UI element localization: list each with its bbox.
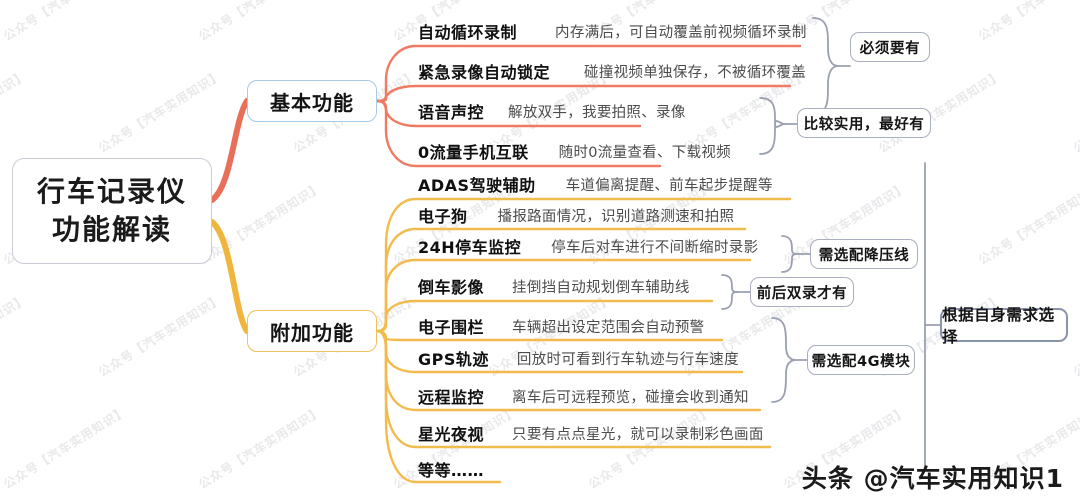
watermark-text: 公众号【汽车实用知识】 bbox=[0, 67, 30, 156]
connector-root-to-basic bbox=[209, 98, 250, 203]
leaf-basic-3[interactable]: 语音声控 解放双手，我要拍照、录像 bbox=[418, 98, 686, 124]
watermark-text: 公众号【汽车实用知识】 bbox=[1071, 291, 1080, 380]
leaf-basic-1[interactable]: 自动循环录制 内存满后，可自动覆盖前视频循环录制 bbox=[418, 18, 807, 44]
brace-dual-rec bbox=[721, 274, 740, 310]
leaf-title: 倒车影像 bbox=[418, 278, 485, 297]
watermark-text: 公众号【汽车实用知识】 bbox=[1071, 67, 1080, 156]
tag-practical[interactable]: 比较实用，最好有 bbox=[797, 108, 931, 138]
watermark-text: 公众号【汽车实用知识】 bbox=[0, 291, 30, 380]
leaf-title: 24H停车监控 bbox=[418, 238, 522, 257]
watermark-text: 公众号【汽车实用知识】 bbox=[975, 0, 1080, 44]
root-title-line-1: 行车记录仪 bbox=[36, 175, 187, 209]
channel-signature: 头条 @汽车实用知识1 bbox=[801, 464, 1064, 493]
root-node[interactable]: 行车记录仪 功能解读 bbox=[12, 158, 212, 264]
watermark-text: 公众号【汽车实用知识】 bbox=[96, 67, 225, 156]
leaf-desc: 挂倒挡自动规划倒车辅助线 bbox=[512, 279, 690, 296]
leaf-extra-1[interactable]: ADAS驾驶辅助 车道偏离提醒、前车起步提醒等 bbox=[418, 171, 773, 197]
leaf-extra-2[interactable]: 电子狗 播报路面情况，识别道路测速和拍照 bbox=[418, 202, 734, 228]
leaf-desc: 解放双手，我要拍照、录像 bbox=[508, 104, 686, 121]
leaf-desc: 随时0流量查看、下载视频 bbox=[558, 144, 731, 161]
leaf-title: GPS轨迹 bbox=[418, 350, 489, 369]
tag-label: 必须要有 bbox=[859, 40, 921, 57]
branch-node-extra[interactable]: 附加功能 bbox=[247, 310, 377, 352]
brace-must-have bbox=[812, 17, 839, 115]
tag-label: 需选配4G模块 bbox=[811, 353, 911, 370]
leaf-desc: 回放时可看到行车轨迹与行车速度 bbox=[516, 351, 739, 368]
root-title-line-2: 功能解读 bbox=[51, 213, 172, 246]
leaf-desc: 车辆超出设定范围会自动预警 bbox=[512, 319, 705, 336]
leaf-title: 电子围栏 bbox=[418, 318, 485, 337]
branch-label-extra: 附加功能 bbox=[270, 320, 354, 345]
tag-dual-rec[interactable]: 前后双录才有 bbox=[750, 277, 854, 307]
leaf-extra-8[interactable]: 星光夜视 只要有点点星光，就可以录制彩色画面 bbox=[418, 420, 764, 446]
watermark-text: 公众号【汽车实用知识】 bbox=[0, 0, 130, 44]
leaf-desc: 车道偏离提醒、前车起步提醒等 bbox=[565, 177, 773, 194]
leaf-extra-5[interactable]: 电子围栏 车辆超出设定范围会自动预警 bbox=[418, 313, 704, 339]
tag-must-have[interactable]: 必须要有 bbox=[850, 32, 930, 62]
watermark-text: 公众号【汽车实用知识】 bbox=[196, 179, 325, 268]
brace-practical bbox=[759, 97, 786, 155]
leaf-title: 远程监控 bbox=[418, 388, 485, 407]
watermark-text: 公众号【汽车实用知识】 bbox=[96, 291, 225, 380]
watermark-text: 公众号【汽车实用知识】 bbox=[196, 403, 325, 492]
leaf-extra-7[interactable]: 远程监控 离车后可远程预览，碰撞会收到通知 bbox=[418, 383, 749, 409]
leaf-title: 等等…… bbox=[418, 461, 485, 480]
leaf-title: 语音声控 bbox=[418, 103, 485, 122]
leaf-desc: 只要有点点星光，就可以录制彩色画面 bbox=[512, 426, 764, 443]
tag-4g-module[interactable]: 需选配4G模块 bbox=[807, 345, 915, 375]
leaf-basic-2[interactable]: 紧急录像自动锁定 碰撞视频单独保存，不被循环覆盖 bbox=[418, 58, 806, 84]
watermark-text: 公众号【汽车实用知识】 bbox=[976, 179, 1080, 268]
branch-node-basic[interactable]: 基本功能 bbox=[247, 80, 377, 122]
brace-buck-line bbox=[781, 235, 800, 273]
watermark-text: 公众号【汽车实用知识】 bbox=[195, 0, 325, 44]
leaf-title: 星光夜视 bbox=[418, 425, 485, 444]
watermark-text: 公众号【汽车实用知识】 bbox=[1, 403, 130, 492]
connector-root-to-extra bbox=[209, 219, 250, 334]
leaf-title: ADAS驾驶辅助 bbox=[418, 176, 536, 195]
tag-buck-line[interactable]: 需选配降压线 bbox=[810, 239, 918, 269]
leaf-desc: 停车后对车进行不间断缩时录影 bbox=[551, 239, 759, 256]
leaf-desc: 离车后可远程预览，碰撞会收到通知 bbox=[512, 389, 749, 406]
leaf-title: 紧急录像自动锁定 bbox=[418, 63, 551, 82]
leaf-extra-9[interactable]: 等等…… bbox=[418, 456, 484, 482]
leaf-desc: 内存满后，可自动覆盖前视频循环录制 bbox=[555, 24, 807, 41]
tag-label: 根据自身需求选择 bbox=[942, 306, 1055, 346]
leaf-basic-4[interactable]: 0流量手机互联 随时0流量查看、下载视频 bbox=[418, 138, 731, 164]
leaf-extra-3[interactable]: 24H停车监控 停车后对车进行不间断缩时录影 bbox=[418, 233, 758, 259]
tag-choose-by-need[interactable]: 根据自身需求选择 bbox=[940, 306, 1068, 346]
branch-label-basic: 基本功能 bbox=[270, 90, 354, 115]
leaf-extra-4[interactable]: 倒车影像 挂倒挡自动规划倒车辅助线 bbox=[418, 273, 690, 299]
tag-label: 需选配降压线 bbox=[818, 247, 910, 264]
brace-4g bbox=[771, 317, 797, 403]
leaf-desc: 播报路面情况，识别道路测速和拍照 bbox=[497, 208, 735, 225]
leaf-title: 自动循环录制 bbox=[418, 23, 518, 42]
leaf-title: 0流量手机互联 bbox=[418, 143, 529, 162]
watermark-text: 公众号【汽车实用知识】 bbox=[586, 403, 715, 492]
leaf-desc: 碰撞视频单独保存，不被循环覆盖 bbox=[584, 64, 807, 81]
tag-label: 比较实用，最好有 bbox=[803, 116, 925, 133]
tag-label: 前后双录才有 bbox=[756, 285, 848, 302]
leaf-extra-6[interactable]: GPS轨迹 回放时可看到行车轨迹与行车速度 bbox=[418, 345, 739, 371]
leaf-title: 电子狗 bbox=[418, 207, 468, 226]
